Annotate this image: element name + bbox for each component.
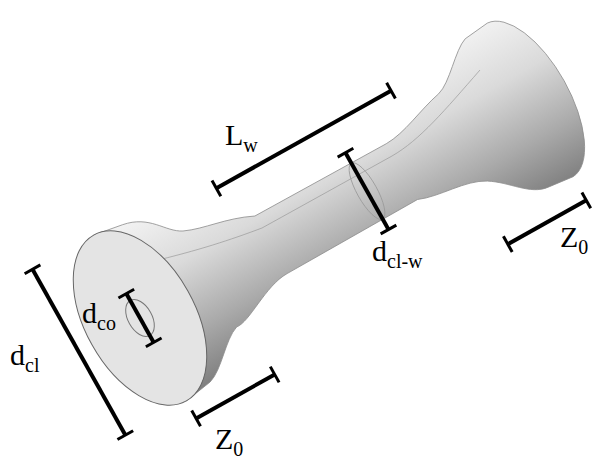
dimension-line: [33, 269, 126, 435]
dimension-label: dco: [82, 298, 116, 333]
dimension-label: Lw: [225, 120, 258, 155]
dimension-tick: [503, 236, 512, 252]
cladding-face: [46, 208, 235, 428]
dimension-line: [196, 375, 275, 419]
dimension-tick: [338, 148, 354, 157]
seam-line: [150, 70, 480, 262]
dimension-label: dcl: [10, 340, 39, 375]
dimension-tick: [582, 192, 591, 208]
dimension-label: dcl-w: [372, 236, 423, 271]
dimension-tick: [25, 265, 41, 274]
dimension-label: Z0: [215, 424, 243, 459]
dimension-tick: [117, 431, 133, 440]
dimension-tick: [387, 83, 396, 99]
dimension-line: [126, 294, 153, 343]
dimension-line: [346, 153, 389, 230]
dimension-tick: [118, 289, 134, 298]
dimension-tick: [192, 411, 201, 427]
dimension-line: [216, 91, 391, 189]
dimension-tick: [212, 180, 221, 196]
dimension-label: Z0: [560, 222, 588, 257]
dimension-tick: [381, 225, 397, 234]
dimension-tick: [270, 367, 279, 383]
dimension-tick: [146, 338, 162, 347]
